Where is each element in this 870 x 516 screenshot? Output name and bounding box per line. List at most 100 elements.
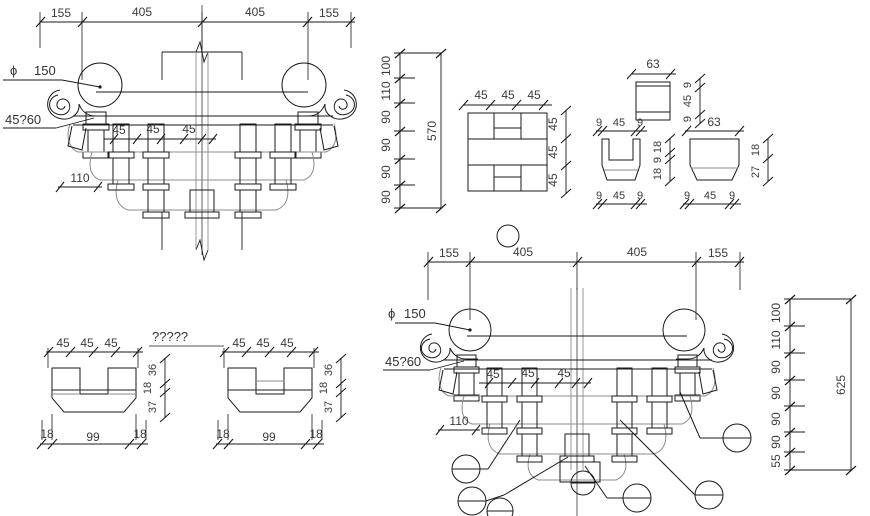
section-right-hdim-37: 37 bbox=[323, 401, 335, 413]
section-right-topdim-45-a: 45 bbox=[232, 336, 246, 350]
section-left-botdim-18-b: 18 bbox=[133, 427, 147, 441]
bottom-phi-150-leader: ϕ 150 bbox=[388, 306, 472, 332]
detail-c-hdim-18: 18 bbox=[750, 144, 762, 156]
section-left-hdim-18: 18 bbox=[142, 382, 154, 394]
plan-dim-45-a: 45 bbox=[474, 88, 488, 102]
bdim-155-right: 155 bbox=[708, 246, 728, 260]
left-col-seg-90-c: 90 bbox=[379, 138, 393, 152]
section-right-topdim-45-b: 45 bbox=[256, 336, 270, 350]
unknown-label-text: ????? bbox=[152, 329, 188, 344]
detail-c-bottom-dims: 9 45 9 bbox=[679, 190, 741, 210]
detail-b-botdim-45: 45 bbox=[613, 190, 625, 202]
column-centerline-pair bbox=[195, 52, 209, 250]
plan-right-dims: 45 45 45 bbox=[546, 105, 572, 199]
unknown-cjk-label: ????? bbox=[149, 329, 224, 347]
callout-balloon[interactable] bbox=[570, 470, 596, 496]
section-right-topdim-45-c: 45 bbox=[280, 336, 294, 350]
bdim-405-right: 405 bbox=[627, 245, 647, 259]
section-left-hdim-37: 37 bbox=[147, 401, 159, 413]
detail-b-top-dims: 9 45 9 bbox=[592, 117, 647, 137]
left-dim-column: 90 90 90 90 110 100 570 bbox=[379, 48, 447, 214]
detail-a-width-dim: 63 bbox=[626, 57, 676, 80]
callout-balloon[interactable] bbox=[679, 391, 752, 453]
section-left-height-dims: 36 18 37 bbox=[142, 353, 171, 423]
detail-b-height-dims: 18 9 18 bbox=[652, 133, 676, 187]
callout-balloon[interactable] bbox=[584, 465, 652, 513]
callout-balloon[interactable] bbox=[619, 419, 724, 510]
detail-a-dim-9-bottom: 9 bbox=[682, 116, 694, 122]
detail-c-tapered-block: 63 9 45 9 18 27 bbox=[679, 115, 774, 210]
callout-balloon[interactable] bbox=[451, 419, 521, 484]
bdim-405-left: 405 bbox=[513, 245, 533, 259]
plan-rdim-45-c: 45 bbox=[546, 173, 560, 187]
top-elev-inner-dims: 45 45 45 bbox=[104, 122, 218, 145]
detail-c-botdim-45: 45 bbox=[704, 190, 716, 202]
phi-symbol: ϕ bbox=[10, 63, 17, 78]
section-left-topdim-45-c: 45 bbox=[104, 336, 118, 350]
callout-balloon[interactable] bbox=[457, 456, 569, 516]
section-left-botdim-18-a: 18 bbox=[40, 427, 54, 441]
bracket-struts bbox=[107, 123, 297, 219]
section-right-botdim-99: 99 bbox=[262, 430, 276, 444]
detail-c-height-dims: 18 27 bbox=[750, 133, 774, 187]
right-col-seg-110: 110 bbox=[769, 330, 783, 349]
plan-dim-45-b: 45 bbox=[501, 88, 515, 102]
left-col-seg-90-d: 90 bbox=[379, 110, 393, 124]
detail-b-topdim-45: 45 bbox=[613, 117, 625, 129]
detail-c-dim-63: 63 bbox=[707, 115, 721, 129]
plan-circle-marker bbox=[496, 224, 520, 248]
dim-inner-45-a: 45 bbox=[112, 123, 126, 137]
detail-b-topdim-9-b: 9 bbox=[637, 117, 643, 129]
bottom-column-pair bbox=[570, 288, 584, 470]
right-col-seg-90-b: 90 bbox=[769, 412, 783, 426]
chamfer-note-leader: 45?60 bbox=[3, 112, 95, 129]
right-col-seg-55: 55 bbox=[769, 454, 783, 468]
bottom-outer-flare-cups bbox=[438, 369, 718, 395]
detail-b-hdim-9: 9 bbox=[652, 157, 664, 163]
right-col-seg-90-c: 90 bbox=[769, 386, 783, 400]
top-elev-dimension-row: 155 405 405 155 bbox=[35, 5, 356, 80]
left-col-seg-110: 110 bbox=[379, 81, 393, 100]
detail-b-notched-block: 9 45 9 9 45 9 18 9 bbox=[592, 117, 676, 210]
right-ball-ornament bbox=[281, 62, 357, 120]
dim-405-right: 405 bbox=[245, 5, 265, 19]
left-col-seg-100: 100 bbox=[379, 56, 393, 76]
detail-a-dim-63: 63 bbox=[646, 57, 660, 71]
bottom-right-ball-ornament bbox=[662, 308, 734, 402]
bottom-elev-110-dim: 110 bbox=[435, 414, 481, 436]
detail-c-botdim-9-b: 9 bbox=[729, 190, 735, 202]
detail-c-width-dim: 63 bbox=[681, 115, 745, 137]
dim-110: 110 bbox=[70, 171, 89, 185]
section-left-bottom-dims: 18 99 18 bbox=[36, 414, 148, 450]
left-col-total-570: 570 bbox=[425, 121, 439, 141]
section-block-right: 45 45 45 18 99 18 bbox=[212, 336, 347, 450]
section-right-height-dims: 36 18 37 bbox=[318, 353, 347, 423]
dim-155-right: 155 bbox=[319, 6, 339, 20]
section-left-topdim-45-b: 45 bbox=[80, 336, 94, 350]
bdim-inner-45-c: 45 bbox=[557, 366, 571, 380]
left-col-seg-90-b: 90 bbox=[379, 165, 393, 179]
detail-a-dim-45: 45 bbox=[682, 95, 694, 107]
bdim-155-left: 155 bbox=[439, 246, 459, 260]
bdim-110: 110 bbox=[449, 414, 468, 428]
section-left-topdim-45-a: 45 bbox=[56, 336, 70, 350]
detail-b-bottom-dims: 9 45 9 bbox=[592, 190, 647, 210]
top-elev-110-dim: 110 bbox=[55, 171, 103, 193]
bdim-inner-45-b: 45 bbox=[521, 366, 535, 380]
detail-b-hdim-18-b: 18 bbox=[652, 168, 664, 180]
right-col-total-625: 625 bbox=[834, 375, 848, 395]
section-right-bottom-dims: 18 99 18 bbox=[212, 414, 324, 450]
detail-b-hdim-18-a: 18 bbox=[652, 141, 664, 153]
callout-balloon[interactable] bbox=[486, 497, 514, 516]
plan-rdim-45-a: 45 bbox=[546, 117, 560, 131]
section-block-left: 45 45 45 18 99 18 bbox=[36, 336, 171, 450]
bottom-elev-inner-dims: 45 45 45 bbox=[479, 366, 593, 389]
bottom-elev-dimension-row: 155 405 405 155 bbox=[423, 245, 745, 320]
callout-balloons bbox=[451, 391, 752, 516]
detail-a-height-dims: 9 45 9 bbox=[682, 73, 706, 129]
outer-flare-cups bbox=[67, 125, 339, 151]
top-elevation-view: 155 405 405 155 bbox=[3, 5, 357, 262]
section-right-botdim-18-a: 18 bbox=[216, 427, 230, 441]
bottom-bracket-tiers bbox=[438, 367, 716, 481]
